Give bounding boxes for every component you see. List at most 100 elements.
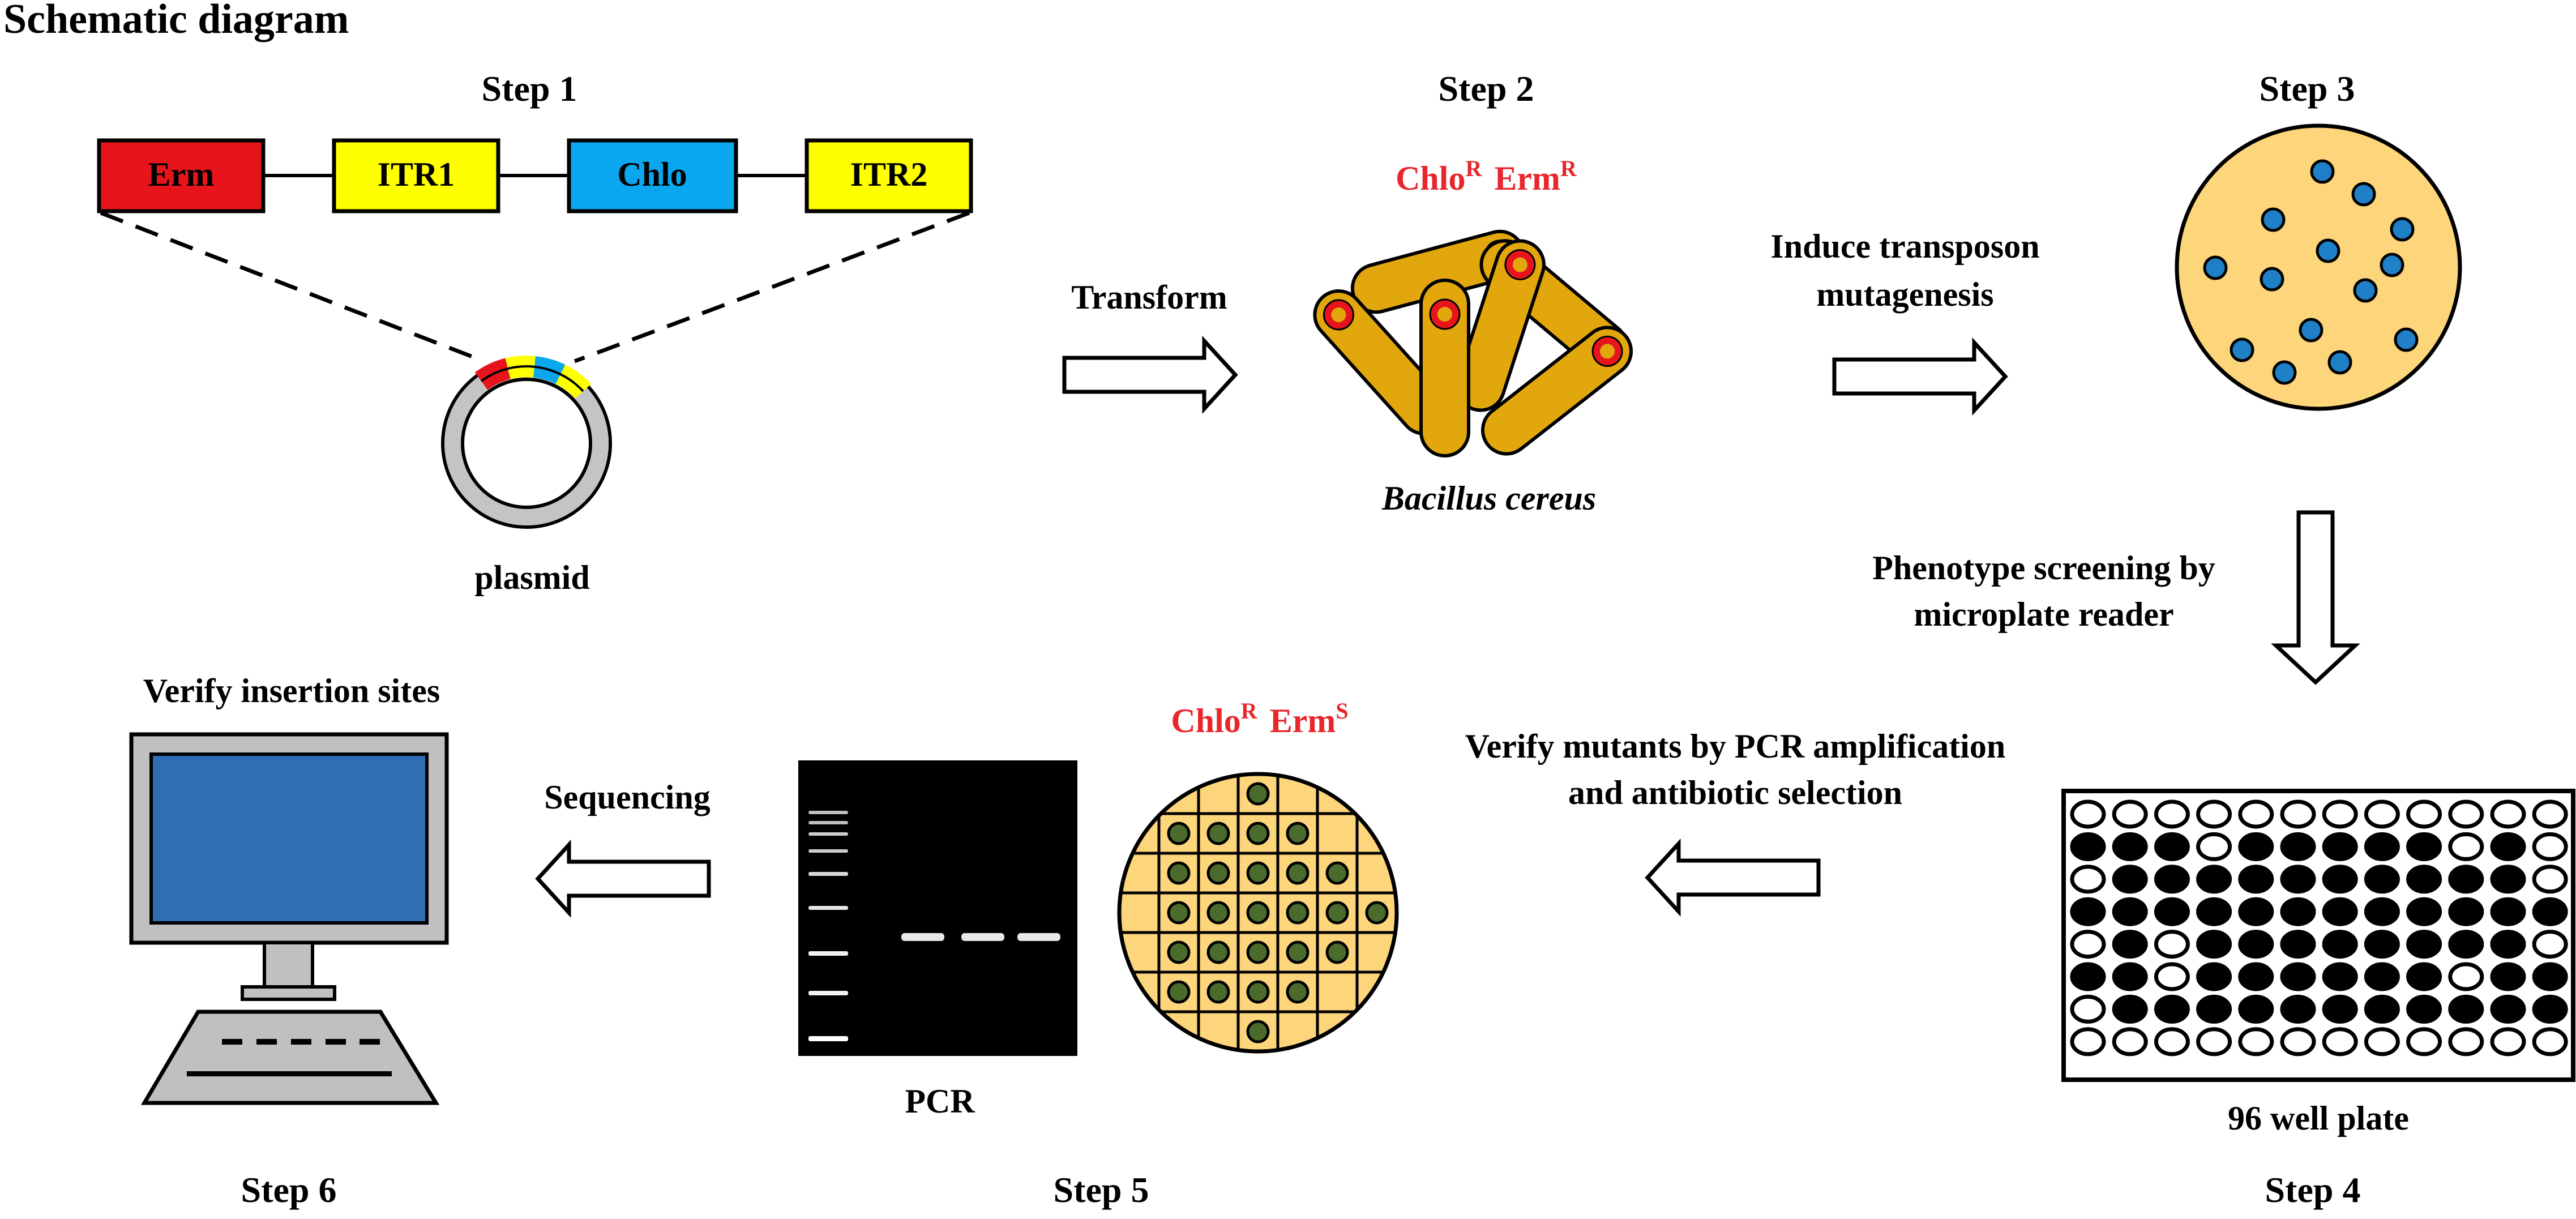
well: [2154, 1027, 2190, 1057]
mutant-colony: [1286, 901, 1310, 925]
well: [2154, 897, 2190, 926]
well: [2364, 962, 2400, 991]
well: [2196, 994, 2232, 1024]
well: [2532, 799, 2568, 829]
well: [2070, 799, 2106, 829]
step-4-label: Step 4: [2265, 1170, 2361, 1210]
phenotype-arrow: [2271, 510, 2360, 685]
mutant-colony: [1206, 980, 1230, 1004]
itr2-box: ITR2: [805, 138, 973, 213]
well: [2322, 962, 2358, 991]
mutant-colony: [1246, 901, 1270, 925]
mutant-colony: [1167, 861, 1191, 885]
bacterium-rod: [1313, 289, 1450, 435]
well: [2448, 930, 2484, 959]
zoom-line-right: [574, 211, 970, 363]
mutant-colony: [1206, 901, 1230, 925]
well: [2154, 799, 2190, 829]
step-6-label: Step 6: [241, 1170, 337, 1210]
well: [2154, 962, 2190, 991]
keyboard-keys: [187, 1039, 392, 1076]
well: [2532, 930, 2568, 959]
bacterium-rod: [1480, 326, 1633, 456]
well: [2196, 897, 2232, 926]
well: [2532, 832, 2568, 861]
mutant-colony: [1286, 822, 1310, 845]
sequencing-arrow: [535, 840, 711, 918]
well: [2448, 865, 2484, 894]
chlo-gene-box: Chlo: [567, 138, 738, 213]
well-plate-label: 96 well plate: [2228, 1100, 2409, 1137]
step-5-label: Step 5: [1054, 1170, 1149, 1210]
keyboard: [140, 1010, 440, 1105]
erm-gene-box: Erm: [97, 138, 266, 213]
well: [2070, 962, 2106, 991]
zoom-line-left: [100, 211, 485, 363]
well: [2448, 832, 2484, 861]
well: [2532, 994, 2568, 1024]
mutant-colony: [1167, 901, 1191, 925]
well: [2112, 962, 2148, 991]
well: [2532, 1027, 2568, 1057]
plasmid-insert-segments: [474, 356, 591, 399]
mutant-colony: [1206, 822, 1230, 845]
well: [2448, 962, 2484, 991]
well: [2112, 1027, 2148, 1057]
well: [2280, 897, 2316, 926]
plasmid: plasmid: [441, 356, 612, 596]
well: [2196, 1027, 2232, 1057]
verify-label-line1: Verify mutants by PCR amplification: [1465, 728, 2005, 765]
well: [2280, 865, 2316, 894]
well: [2238, 930, 2274, 959]
monitor-stand: [263, 941, 314, 989]
well: [2448, 799, 2484, 829]
chlo-gene-label: Chlo: [617, 156, 687, 193]
pcr-bands: [901, 933, 1060, 941]
well: [2280, 962, 2316, 991]
well: [2364, 865, 2400, 894]
well: [2532, 962, 2568, 991]
monitor-screen: [149, 752, 429, 925]
well: [2364, 994, 2400, 1024]
well: [2196, 832, 2232, 861]
well: [2070, 994, 2106, 1024]
well: [2280, 930, 2316, 959]
bacterium-rod: [1455, 239, 1546, 412]
well-plate: [2061, 789, 2575, 1082]
well: [2364, 799, 2400, 829]
mutant-colony: [1325, 940, 1349, 964]
mutant-colony: [1246, 861, 1270, 885]
well: [2490, 799, 2526, 829]
selection-plate: [1117, 772, 1399, 1054]
well: [2448, 994, 2484, 1024]
well: [2112, 930, 2148, 959]
dna-ladder: [808, 811, 848, 1041]
well: [2322, 865, 2358, 894]
transposon-construct: Erm ITR1 Chlo ITR2: [97, 138, 973, 363]
phenotype-label-line2: microplate reader: [1914, 596, 2173, 633]
well: [2364, 1027, 2400, 1057]
well: [2280, 799, 2316, 829]
monitor-base: [241, 985, 336, 1001]
well: [2490, 897, 2526, 926]
mutant-colony: [1246, 782, 1270, 806]
well: [2070, 865, 2106, 894]
well: [2112, 897, 2148, 926]
well: [2406, 832, 2442, 861]
well: [2280, 832, 2316, 861]
well: [2238, 962, 2274, 991]
well: [2490, 832, 2526, 861]
well: [2364, 930, 2400, 959]
well: [2322, 897, 2358, 926]
itr1-box: ITR1: [332, 138, 500, 213]
mutant-colony: [1246, 980, 1270, 1004]
well: [2448, 1027, 2484, 1057]
well: [2448, 897, 2484, 926]
well: [2532, 865, 2568, 894]
well: [2322, 1027, 2358, 1057]
well: [2322, 994, 2358, 1024]
mutant-colony: [1246, 1020, 1270, 1043]
agar-plate-colonies: [2175, 123, 2462, 411]
